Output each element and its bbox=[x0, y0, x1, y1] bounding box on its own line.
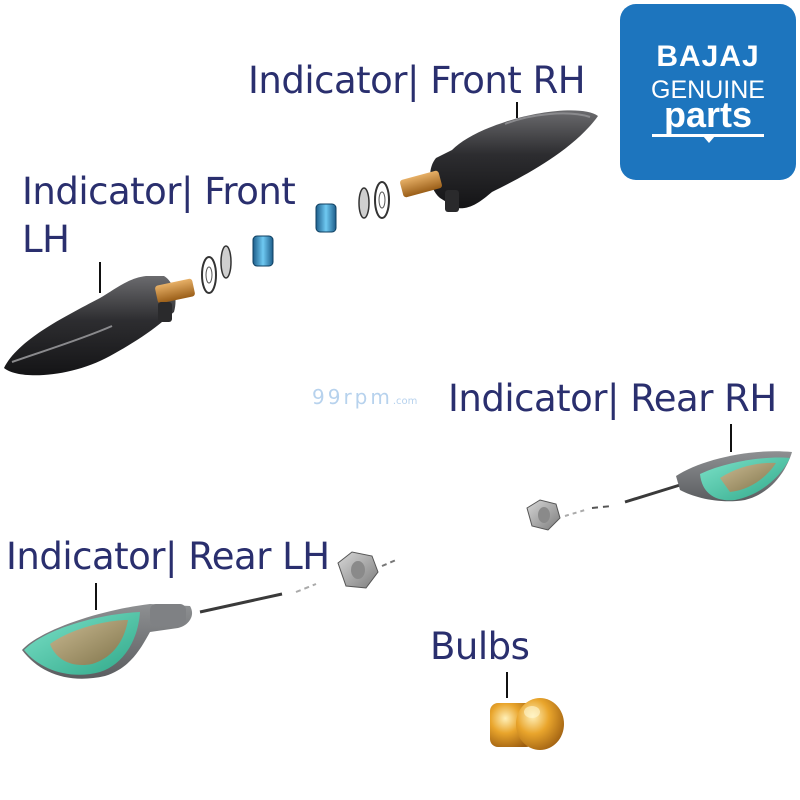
label-bulbs: Bulbs bbox=[430, 625, 530, 668]
rear-lh-collar bbox=[150, 604, 186, 626]
front-rh-stem bbox=[400, 170, 442, 198]
front-lh-stem bbox=[155, 278, 195, 304]
front-lh-blue-nut bbox=[252, 235, 274, 267]
logo-arrow-icon bbox=[703, 136, 715, 143]
front-lh-washer-1 bbox=[220, 245, 232, 279]
watermark-text: 99rpm bbox=[312, 385, 393, 409]
front-lh-indicator bbox=[4, 276, 195, 376]
front-lh-bracket bbox=[158, 302, 172, 322]
bajaj-genuine-parts-logo: BAJAJ GENUINE parts bbox=[620, 4, 796, 180]
front-rh-indicator bbox=[400, 110, 598, 212]
bulb bbox=[490, 698, 564, 750]
label-rear-rh: Indicator| Rear RH bbox=[448, 377, 777, 420]
front-rh-housing bbox=[430, 110, 598, 209]
logo-brand: BAJAJ bbox=[656, 40, 760, 73]
label-front-lh: Indicator| Front LH bbox=[22, 170, 296, 262]
bulb-glass bbox=[516, 698, 564, 750]
label-rear-lh: Indicator| Rear LH bbox=[6, 535, 330, 578]
front-rh-bracket bbox=[445, 190, 459, 212]
logo-underline bbox=[652, 134, 764, 137]
label-front-rh: Indicator| Front RH bbox=[248, 59, 586, 102]
rear-lh-indicator bbox=[22, 604, 193, 679]
watermark-suffix: .com bbox=[392, 396, 418, 407]
rear-rh-indicator bbox=[591, 451, 792, 509]
front-rh-washer-2 bbox=[358, 187, 370, 219]
front-lh-housing bbox=[4, 276, 176, 376]
logo-parts: parts bbox=[663, 94, 753, 135]
logo-genuine: GENUINE bbox=[651, 76, 765, 104]
watermark: 99rpm.com bbox=[312, 385, 417, 409]
front-rh-blue-nut bbox=[315, 203, 337, 233]
